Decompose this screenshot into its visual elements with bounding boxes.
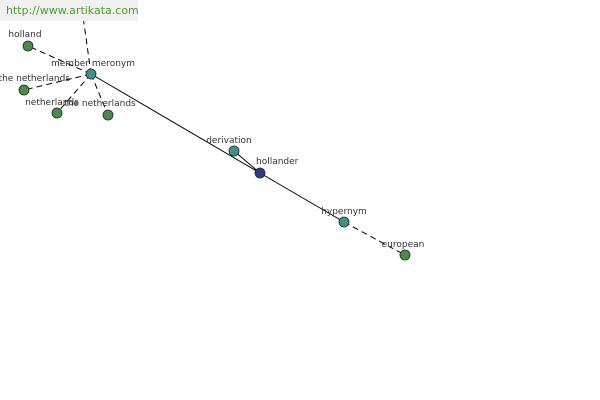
node-member-meronym[interactable] xyxy=(85,68,97,80)
node-netherlands[interactable] xyxy=(51,107,63,119)
edge-member-meronym-to-the-netherlands xyxy=(90,73,109,116)
node-label-member-meronym: member meronym xyxy=(51,59,135,69)
node-european[interactable] xyxy=(399,249,411,261)
node-kingdom-of-the-netherlands[interactable] xyxy=(18,84,30,96)
node-label-hypernym: hypernym xyxy=(321,207,367,217)
node-label-european: european xyxy=(382,240,425,250)
edge-layer xyxy=(23,0,406,256)
node-label-the-netherlands: the netherlands xyxy=(64,99,136,109)
edge-member-meronym-to-netherlands xyxy=(56,73,92,114)
edge-hollander-to-member-meronym xyxy=(90,73,261,174)
node-label-netherlands: netherlands xyxy=(25,98,79,108)
node-layer xyxy=(18,40,411,261)
node-label-hollander: hollander xyxy=(256,157,299,167)
node-the-netherlands[interactable] xyxy=(102,109,114,121)
node-label-derivation: derivation xyxy=(206,136,252,146)
edge-hypernym-to-european xyxy=(343,221,406,256)
edge-member-meronym-to-kingdom-of-the-netherlands xyxy=(23,73,92,91)
edge-member-meronym-to-holland xyxy=(27,45,92,75)
node-label-kingdom-of-the-netherlands: of the netherlands xyxy=(0,74,70,84)
edge-member-meronym-to-offscreen-top xyxy=(80,0,92,75)
label-layer: hollander member meronym derivation hyperny… xyxy=(0,30,424,250)
node-hypernym[interactable] xyxy=(338,216,350,228)
node-derivation[interactable] xyxy=(228,145,240,157)
node-hollander[interactable] xyxy=(254,167,266,179)
watermark-url[interactable]: http://www.artikata.com xyxy=(0,0,139,21)
node-holland[interactable] xyxy=(22,40,34,52)
edge-hollander-to-hypernym xyxy=(259,172,345,223)
node-label-holland: holland xyxy=(8,30,41,40)
edge-hollander-to-derivation xyxy=(233,150,261,174)
